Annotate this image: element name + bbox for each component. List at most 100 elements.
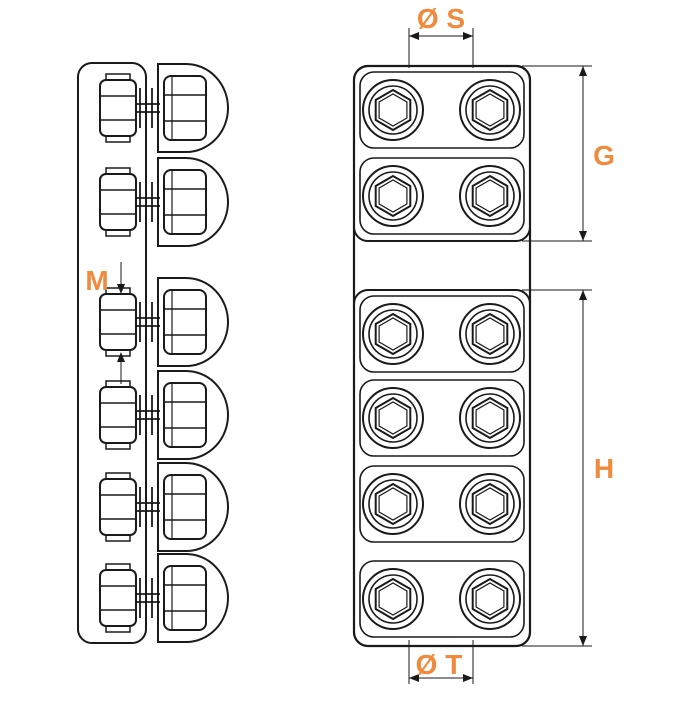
bolt-top-view xyxy=(362,387,424,449)
bolt-washer xyxy=(105,229,131,237)
hex-head-chamfer xyxy=(378,487,408,521)
bolt-washer-ring xyxy=(459,473,521,535)
hex-head xyxy=(471,482,509,526)
bolt-washer-ring xyxy=(459,568,521,630)
hex-head-chamfer xyxy=(475,487,505,521)
side-view xyxy=(77,62,229,644)
hex-head-chamfer xyxy=(378,401,408,435)
bolt-collar-ring xyxy=(368,309,418,359)
dimension-t: Ø T xyxy=(408,640,474,684)
bolt-top-view xyxy=(459,568,521,630)
bolt-collar-ring xyxy=(368,479,418,529)
dimension-s-label: Ø S xyxy=(417,3,465,34)
hex-head xyxy=(374,174,412,218)
clamp-jaw xyxy=(157,370,229,460)
bolt-washer-ring xyxy=(459,165,521,227)
bolt-washer-ring xyxy=(362,568,424,630)
bolt-washer-ring xyxy=(459,303,521,365)
bolt-top-view xyxy=(459,165,521,227)
hex-nut xyxy=(163,75,207,141)
bolt-washer-ring xyxy=(362,473,424,535)
clamp-row xyxy=(359,157,525,235)
hex-head xyxy=(374,396,412,440)
bolt-top-view xyxy=(362,165,424,227)
front-view-body xyxy=(352,64,532,648)
bolt-top-view xyxy=(362,568,424,630)
hex-head-chamfer xyxy=(475,93,505,127)
hex-head-chamfer xyxy=(378,317,408,351)
hex-head-chamfer xyxy=(475,317,505,351)
bolt-collar-ring xyxy=(368,85,418,135)
clamp-row xyxy=(359,295,525,373)
dimension-g-label: G xyxy=(593,140,615,171)
hex-head xyxy=(471,174,509,218)
hex-head xyxy=(374,482,412,526)
clamp-row xyxy=(359,71,525,149)
clamp-row xyxy=(359,465,525,543)
dimension-s: Ø S xyxy=(408,3,474,68)
dimension-h: H xyxy=(522,289,614,647)
bolt-head xyxy=(99,386,137,444)
clamp-jaw xyxy=(157,157,229,247)
clamp-jaw xyxy=(157,462,229,552)
dimension-g: G xyxy=(522,65,615,242)
bolt-washer xyxy=(105,534,131,542)
bolt-washer xyxy=(105,472,131,480)
bolt-collar-ring xyxy=(465,479,515,529)
dimension-h-label: H xyxy=(594,453,614,484)
bolt-top-view xyxy=(362,79,424,141)
clamp-jaw xyxy=(157,553,229,643)
clamp-row xyxy=(359,379,525,457)
bolt-washer xyxy=(105,563,131,571)
bolt-top-view xyxy=(459,79,521,141)
hex-nut xyxy=(163,169,207,235)
dimension-t-label: Ø T xyxy=(416,649,463,680)
hex-head-chamfer xyxy=(475,179,505,213)
bolt-washer xyxy=(105,167,131,175)
bolt-collar-ring xyxy=(465,171,515,221)
hex-nut xyxy=(163,289,207,355)
bolt-washer xyxy=(105,73,131,81)
bolt-head xyxy=(99,569,137,627)
bolt-washer-ring xyxy=(459,387,521,449)
bolt-top-view xyxy=(362,473,424,535)
side-bolt-assembly xyxy=(99,553,229,643)
hex-head xyxy=(471,312,509,356)
bolt-collar-ring xyxy=(465,393,515,443)
clamp-jaw xyxy=(157,63,229,153)
bolt-top-view xyxy=(362,303,424,365)
hex-head-chamfer xyxy=(475,401,505,435)
clamp-row xyxy=(359,560,525,638)
bolt-washer xyxy=(105,349,131,357)
bolt-washer xyxy=(105,135,131,143)
hex-head xyxy=(374,88,412,132)
upper-clamp-block xyxy=(353,65,531,242)
side-bolt-assembly xyxy=(99,157,229,247)
bolt-collar-ring xyxy=(465,309,515,359)
clamp-row-insert xyxy=(359,560,525,638)
bolt-washer-ring xyxy=(362,79,424,141)
lower-clamp-block xyxy=(353,289,531,647)
hex-nut xyxy=(163,382,207,448)
hex-head-chamfer xyxy=(378,93,408,127)
bolt-washer-ring xyxy=(362,303,424,365)
clamp-row-insert xyxy=(359,157,525,235)
hex-head xyxy=(471,88,509,132)
bolt-washer xyxy=(105,625,131,633)
clamp-jaw xyxy=(157,277,229,367)
bolt-head xyxy=(99,79,137,137)
hex-head xyxy=(374,312,412,356)
side-bolts xyxy=(99,63,229,643)
side-view-plate xyxy=(77,62,147,644)
hex-head xyxy=(374,577,412,621)
bolt-washer-ring xyxy=(362,387,424,449)
bolt-washer xyxy=(105,442,131,450)
side-bolt-assembly xyxy=(99,370,229,460)
bolt-washer-ring xyxy=(459,79,521,141)
clamp-row-insert xyxy=(359,295,525,373)
bolt-top-view xyxy=(459,303,521,365)
bolt-washer-ring xyxy=(362,165,424,227)
bolt-head xyxy=(99,173,137,231)
hex-head-chamfer xyxy=(378,582,408,616)
bolt-top-view xyxy=(459,473,521,535)
